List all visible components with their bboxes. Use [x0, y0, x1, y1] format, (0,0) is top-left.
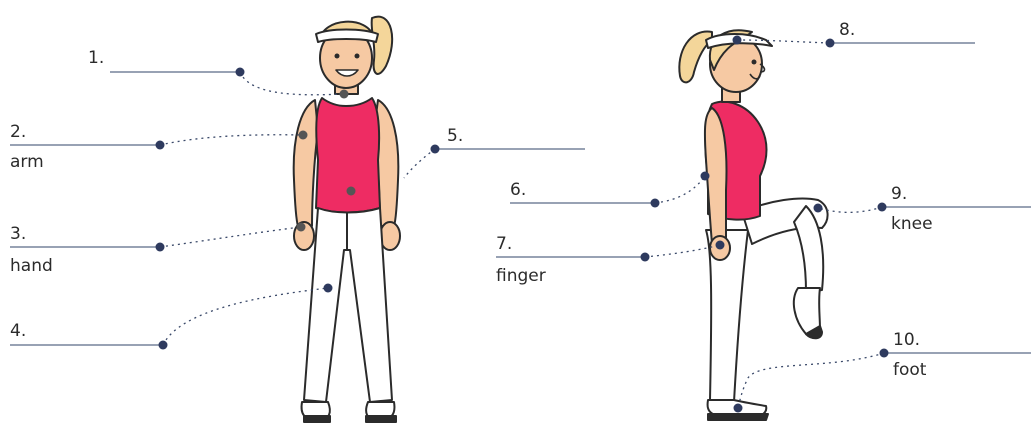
label-10-word: foot — [893, 360, 926, 380]
label-2-number: 2. — [10, 122, 26, 142]
label-3-word: hand — [10, 256, 53, 276]
label-1-number: 1. — [88, 48, 104, 68]
label-9-word: knee — [891, 214, 933, 234]
label-2-word: arm — [10, 152, 44, 172]
front-figure — [294, 17, 400, 422]
label-6-number: 6. — [510, 180, 526, 200]
label-10-number: 10. — [893, 330, 920, 350]
label-9-number: 9. — [891, 184, 907, 204]
side-figure — [679, 30, 827, 420]
leader-lines — [10, 40, 1031, 408]
label-5-number: 5. — [447, 126, 463, 146]
label-7-word: finger — [496, 266, 546, 286]
label-3-number: 3. — [10, 224, 26, 244]
label-4-number: 4. — [10, 321, 26, 341]
label-8-number: 8. — [839, 20, 855, 40]
label-7-number: 7. — [496, 234, 512, 254]
